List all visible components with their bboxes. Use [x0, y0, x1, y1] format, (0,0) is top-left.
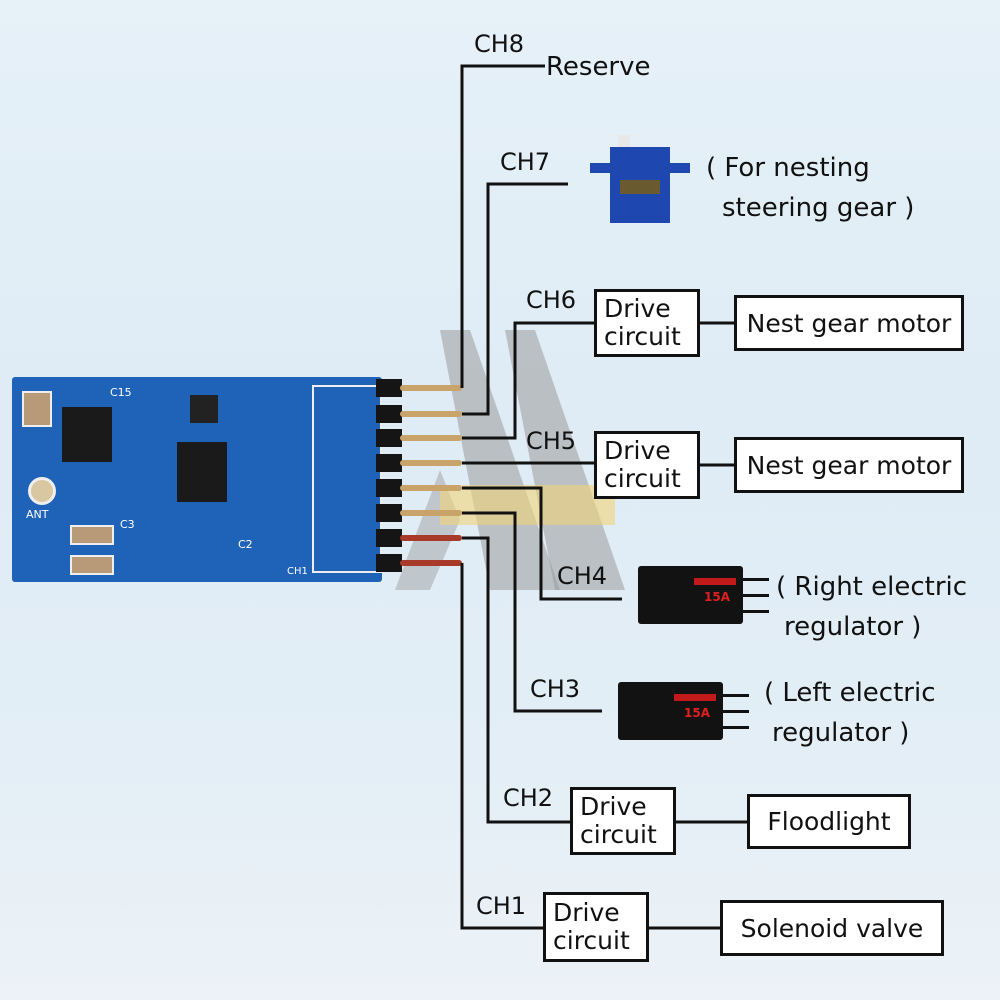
- ch7-wire: [462, 182, 568, 416]
- sensor-chip: [190, 395, 218, 423]
- silk-c15: C15: [110, 386, 132, 399]
- esc-right-rating: 15A: [704, 590, 730, 604]
- ch7-label: CH7: [500, 148, 551, 176]
- ch1-target: Solenoid valve: [740, 913, 924, 943]
- silk-ch1: CH1: [287, 566, 308, 577]
- ch5-target: Nest gear motor: [746, 450, 952, 480]
- ch2-target: Floodlight: [767, 807, 891, 836]
- ch5-label: CH5: [526, 427, 577, 455]
- ch4-pin: [400, 485, 462, 491]
- ch2-pin: [400, 535, 462, 541]
- capacitor-c8b: [70, 555, 114, 575]
- ch6-pin-housing: [376, 429, 402, 447]
- ch5-pin: [400, 460, 462, 466]
- ch8-wire: [460, 64, 545, 388]
- ch4-label: CH4: [557, 562, 608, 590]
- ch4-wire: [462, 486, 622, 601]
- ch2-drive-line1: Drive: [580, 792, 647, 821]
- ch1-wire: [460, 563, 543, 930]
- ch2-drive-line2: circuit: [580, 820, 657, 849]
- ch6-drive-line2: circuit: [604, 322, 681, 351]
- ic-chip-small: [62, 407, 112, 462]
- ch3-pin: [400, 510, 462, 516]
- ch2-label: CH2: [503, 784, 554, 812]
- ch2-target-box: Floodlight: [747, 794, 911, 849]
- mcu-chip: [177, 442, 227, 502]
- ch4-note-line2: regulator ): [784, 612, 922, 642]
- ch8-label: CH8: [474, 30, 525, 58]
- ch3-pin-housing: [376, 504, 402, 522]
- ch7-pin-housing: [376, 405, 402, 423]
- ch6-target: Nest gear motor: [746, 308, 952, 338]
- ch3-label: CH3: [530, 675, 581, 703]
- ch6-pin: [400, 435, 462, 441]
- ch5-drive-line2: circuit: [604, 464, 681, 493]
- ch4-note-line1: ( Right electric: [776, 572, 968, 602]
- silk-c3: C3: [120, 518, 135, 531]
- ch7-pin: [400, 411, 462, 417]
- servo-image: [590, 135, 690, 225]
- crystal-component: [22, 391, 52, 427]
- ch6-drive-line1: Drive: [604, 294, 671, 323]
- ch1-pin-housing: [376, 554, 402, 572]
- ch7-note-line2: steering gear ): [722, 193, 915, 223]
- ch1-target-box: Solenoid valve: [720, 900, 944, 956]
- ch2-drive-circuit: Drive circuit: [570, 787, 676, 855]
- ch2-pin-housing: [376, 529, 402, 547]
- capacitor-c8: [70, 525, 114, 545]
- ch8-pin: [400, 385, 462, 391]
- ch1-label: CH1: [476, 892, 527, 920]
- ch3-wire: [462, 511, 602, 713]
- ch1-drive-line2: circuit: [553, 926, 630, 955]
- ch3-note-line1: ( Left electric: [764, 678, 936, 708]
- ch7-note-line1: ( For nesting: [706, 153, 870, 183]
- esc-left-image: 15A: [606, 682, 756, 742]
- silk-ant: ANT: [26, 508, 49, 521]
- esc-left-rating: 15A: [684, 706, 710, 720]
- ch4-pin-housing: [376, 479, 402, 497]
- ch2-wire: [462, 536, 570, 824]
- ch1-pin: [400, 560, 462, 566]
- ch6-wire: [462, 321, 594, 440]
- ch6-drive-circuit: Drive circuit: [594, 289, 700, 357]
- ch8-pin-housing: [376, 379, 402, 397]
- ch6-label: CH6: [526, 286, 577, 314]
- ch5-drive-circuit: Drive circuit: [594, 431, 700, 499]
- silk-c2: C2: [238, 538, 253, 551]
- receiver-pcb: ANT C15 C3 C2 CH1: [12, 377, 382, 582]
- ch5-target-box: Nest gear motor: [734, 437, 964, 493]
- ch3-note-line2: regulator ): [772, 718, 910, 748]
- ch5-drive-line1: Drive: [604, 436, 671, 465]
- antenna-connector: [28, 477, 56, 505]
- ch5-pin-housing: [376, 454, 402, 472]
- ch6-target-box: Nest gear motor: [734, 295, 964, 351]
- ch1-drive-circuit: Drive circuit: [543, 892, 649, 962]
- ch8-target: Reserve: [546, 52, 651, 82]
- esc-right-image: 15A: [626, 566, 776, 626]
- ch1-drive-line1: Drive: [553, 898, 620, 927]
